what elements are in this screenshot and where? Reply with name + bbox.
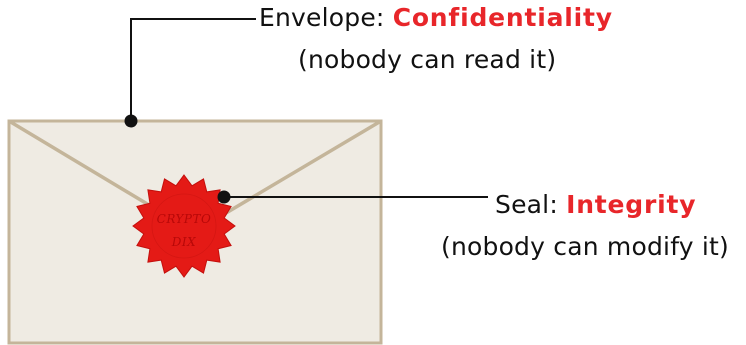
integrity-keyword: Integrity xyxy=(566,190,697,219)
seal-stamp-line2: DIX xyxy=(171,235,196,249)
envelope-anchor-dot xyxy=(124,114,138,128)
wax-seal: CRYPTO DIX xyxy=(132,174,236,278)
seal-anchor-dot xyxy=(217,190,231,204)
confidentiality-keyword: Confidentiality xyxy=(392,3,613,32)
envelope-callout-note: (nobody can read it) xyxy=(298,45,557,74)
envelope-callout-prefix: Envelope: xyxy=(259,3,393,32)
envelope-leader-line xyxy=(130,18,256,121)
wax-seal-shape xyxy=(132,174,236,278)
seal-callout-prefix: Seal: xyxy=(495,190,567,219)
wax-seal-inner-ring xyxy=(151,193,217,259)
seal-callout-note: (nobody can modify it) xyxy=(441,232,729,261)
seal-stamp-line1: CRYPTO xyxy=(157,212,212,226)
seal-callout-title: Seal: Integrity xyxy=(495,188,696,222)
envelope-callout-title: Envelope: Confidentiality xyxy=(259,1,613,35)
